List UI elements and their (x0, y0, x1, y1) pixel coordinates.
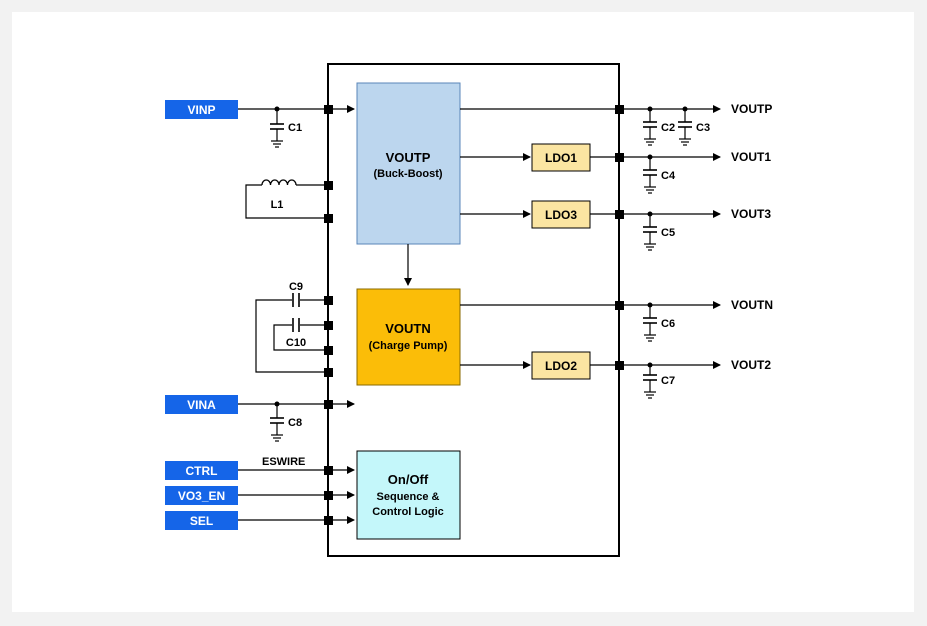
pin-vinp-label: VINP (187, 103, 215, 117)
pin-squares (324, 105, 624, 525)
capacitor-c1-label: C1 (288, 122, 302, 134)
capacitor-c8 (270, 404, 284, 442)
voutn-block-subtitle: (Charge Pump) (369, 340, 448, 352)
diagram-canvas: VOUTP (Buck-Boost) VOUTN (Charge Pump) O… (12, 12, 914, 612)
capacitor-c4 (643, 157, 657, 194)
pin-sel (165, 511, 238, 530)
eswire-label: ESWIRE (262, 456, 305, 468)
output-vout3-label: VOUT3 (731, 207, 771, 221)
pin-vina-label: VINA (187, 398, 216, 412)
capacitor-c2 (643, 109, 657, 146)
external-wiring (238, 105, 721, 521)
junction-dots (274, 106, 688, 407)
capacitor-c1 (270, 109, 284, 148)
control-logic-line-1: On/Off (388, 472, 429, 487)
pin-vo3-en-label: VO3_EN (178, 489, 225, 503)
block-diagram: VOUTP (Buck-Boost) VOUTN (Charge Pump) O… (165, 63, 773, 557)
ldo2-block (531, 351, 591, 380)
capacitor-c5 (643, 214, 657, 251)
control-logic-block (356, 450, 461, 540)
capacitor-c4-label: C4 (661, 170, 676, 182)
capacitor-c5-label: C5 (661, 227, 675, 239)
capacitor-c9-label: C9 (289, 281, 303, 293)
capacitor-c6-label: C6 (661, 318, 675, 330)
capacitor-c9 (292, 293, 300, 307)
capacitor-c3-label: C3 (696, 122, 710, 134)
capacitor-c8-label: C8 (288, 417, 302, 429)
voutp-block-title: VOUTP (386, 150, 431, 165)
output-voutp-label: VOUTP (731, 102, 772, 116)
voutp-block (356, 82, 461, 245)
voutp-block-subtitle: (Buck-Boost) (373, 168, 442, 180)
inductor-l1-label: L1 (271, 199, 284, 211)
voutn-block-title: VOUTN (385, 321, 431, 336)
pin-vina (165, 395, 238, 414)
internal-wiring (328, 105, 619, 524)
pin-ctrl-label: CTRL (186, 464, 218, 478)
capacitor-c7-label: C7 (661, 375, 675, 387)
output-voutn-label: VOUTN (731, 298, 773, 312)
control-logic-line-3: Control Logic (372, 506, 444, 518)
capacitor-c10-label: C10 (286, 337, 306, 349)
capacitor-c7 (643, 365, 657, 399)
pin-ctrl (165, 461, 238, 480)
voutn-block (356, 288, 461, 386)
pin-vinp (165, 100, 238, 119)
ldo3-block (531, 200, 591, 229)
pin-sel-label: SEL (190, 514, 213, 528)
capacitor-c3 (678, 109, 692, 146)
inductor-l1 (261, 179, 297, 186)
capacitor-c10 (292, 318, 300, 332)
ldo2-label: LDO2 (545, 359, 577, 373)
ldo3-label: LDO3 (545, 208, 577, 222)
ldo1-label: LDO1 (545, 151, 577, 165)
capacitor-c6 (643, 305, 657, 342)
output-vout2-label: VOUT2 (731, 358, 771, 372)
output-vout1-label: VOUT1 (731, 150, 771, 164)
capacitor-c2-label: C2 (661, 122, 675, 134)
pin-vo3-en (165, 486, 238, 505)
control-logic-line-2: Sequence & (377, 491, 440, 503)
